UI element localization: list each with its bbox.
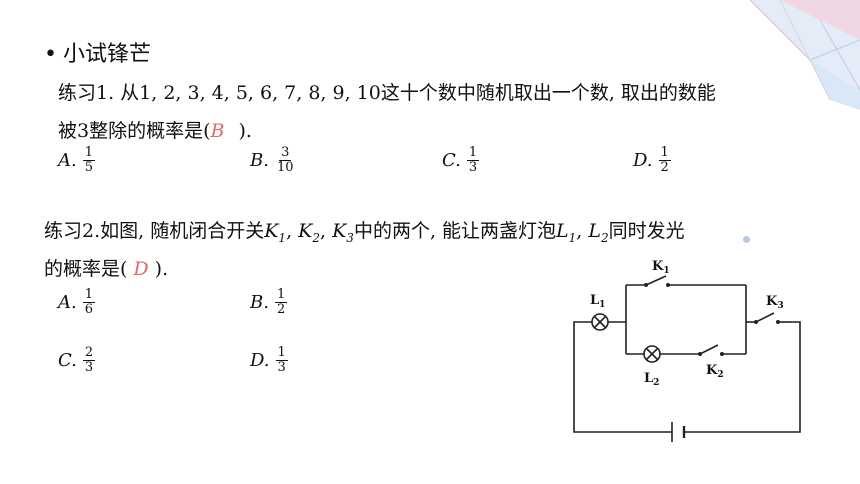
denominator: 3 (468, 160, 478, 175)
q2-line2: 的概率是(D). (44, 254, 168, 281)
q2-line1-end: 同时发光 (608, 220, 685, 242)
k2-label: K2 (706, 363, 724, 380)
q2-line1-mid: 中的两个, 能让两盏灯泡 (353, 220, 557, 242)
option-label: D. (633, 150, 653, 171)
denominator: 3 (84, 360, 94, 375)
q1-line2-end: ). (238, 120, 252, 142)
q2-line2-text: 的概率是( (44, 258, 128, 280)
section-heading: •小试锋芒 (44, 36, 151, 68)
numerator: 1 (82, 145, 96, 161)
option-label: A. (58, 150, 77, 171)
option-label: D. (250, 350, 270, 371)
q2-line2-end: ). (154, 258, 169, 280)
l1-label: L1 (590, 293, 605, 310)
numerator: 1 (275, 345, 288, 361)
option-label: A. (58, 292, 77, 313)
denominator: 5 (84, 160, 94, 175)
q2-line1-text: 练习2.如图, 随机闭合开关 (44, 220, 265, 242)
option-label: B. (250, 150, 269, 171)
q2-answer: D (133, 258, 149, 280)
q1-line2: 被3整除的概率是(B). (58, 116, 252, 143)
decorative-dot (743, 236, 750, 243)
corner-decoration (749, 0, 860, 110)
q1-line2-text: 被3整除的概率是( (58, 120, 211, 142)
bullet-icon: • (44, 42, 57, 67)
numerator: 1 (658, 145, 671, 161)
denominator: 2 (660, 160, 669, 175)
q1-answer: B (210, 120, 225, 142)
k3-label: K3 (766, 294, 784, 311)
denominator: 2 (276, 302, 286, 317)
bulb-l2: L2 (588, 220, 609, 245)
numerator: 2 (82, 345, 96, 361)
circuit-diagram: K1 K2 K3 L1 L2 (573, 259, 801, 442)
switch-k1: K1 (264, 220, 287, 245)
numerator: 1 (82, 287, 96, 303)
denominator: 3 (277, 360, 286, 375)
numerator: 3 (279, 145, 292, 161)
switch-k3: K3 (332, 220, 354, 245)
option-label: C. (442, 150, 461, 171)
denominator: 10 (276, 160, 294, 175)
bulb-l1: L1 (556, 220, 577, 245)
option-label: C. (58, 350, 77, 371)
switch-k2: K2 (298, 220, 320, 245)
denominator: 6 (84, 302, 94, 317)
q2-line1: 练习2.如图, 随机闭合开关K1, K2, K3中的两个, 能让两盏灯泡L1, … (44, 220, 685, 245)
numerator: 1 (466, 145, 480, 161)
numerator: 1 (274, 287, 288, 303)
l2-label: L2 (644, 371, 659, 388)
option-label: B. (250, 292, 269, 313)
q1-line1: 练习1. 从1, 2, 3, 4, 5, 6, 7, 8, 9, 10这十个数中… (58, 82, 716, 104)
section-title: 小试锋芒 (62, 42, 151, 67)
k1-label: K1 (652, 259, 670, 276)
